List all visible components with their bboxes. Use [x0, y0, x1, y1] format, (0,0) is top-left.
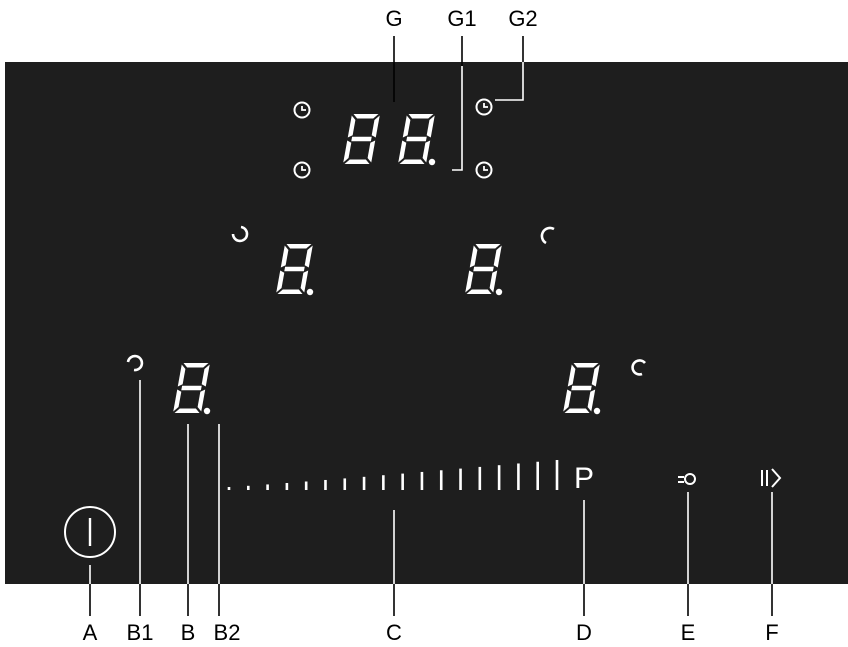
seven-segment-displays: [173, 114, 601, 415]
booster-label[interactable]: P: [574, 462, 594, 495]
slider-step[interactable]: [246, 485, 250, 490]
slider-step[interactable]: [324, 479, 327, 490]
callout-g2: G2: [508, 6, 537, 31]
slider-step[interactable]: [266, 484, 269, 490]
clock-icon[interactable]: [293, 161, 311, 179]
slider-step[interactable]: [304, 481, 308, 490]
slider-step[interactable]: [362, 476, 366, 490]
slider-step[interactable]: [497, 465, 501, 490]
zone-indicator-icon: [631, 359, 647, 376]
callout-g: G: [385, 6, 402, 31]
slider-step[interactable]: [343, 478, 347, 490]
slider-step[interactable]: [478, 466, 482, 490]
clock-icon[interactable]: [475, 161, 493, 179]
zone-indicator-icon: [540, 226, 555, 245]
power-level-slider[interactable]: [227, 460, 559, 490]
callout-a: A: [83, 620, 98, 645]
power-icon[interactable]: [64, 506, 116, 558]
slider-step[interactable]: [285, 482, 289, 490]
clock-icon[interactable]: [293, 101, 311, 119]
callout-c: C: [386, 620, 402, 645]
zone-indicator-icon: [231, 225, 249, 243]
control-panel: [5, 62, 848, 584]
leader-g1-inner: [452, 66, 463, 171]
leader-g2-inner: [495, 62, 524, 101]
zone-indicator-icon: [126, 354, 144, 372]
slider-step[interactable]: [439, 470, 443, 490]
slider-step[interactable]: [382, 475, 385, 490]
callout-b: B: [181, 620, 196, 645]
zone-digit: [276, 244, 314, 296]
callout-b2: B2: [214, 620, 241, 645]
slider-step[interactable]: [459, 468, 462, 490]
slider-step[interactable]: [420, 471, 424, 490]
slider-step[interactable]: [517, 463, 520, 490]
slider-step[interactable]: [227, 487, 231, 490]
callout-e: E: [681, 620, 696, 645]
slider-step[interactable]: [536, 461, 540, 490]
callout-g1: G1: [447, 6, 476, 31]
key-lock-icon[interactable]: [678, 473, 696, 485]
callout-d: D: [576, 620, 592, 645]
timer-digit: [398, 114, 436, 166]
slider-step[interactable]: [401, 473, 404, 490]
zone-digit: [563, 363, 601, 415]
zone-digit: [173, 363, 211, 415]
slider-step[interactable]: [555, 460, 559, 490]
pause-icon[interactable]: [761, 468, 782, 488]
callout-f: F: [765, 620, 778, 645]
timer-digit: [343, 114, 380, 164]
clock-icon[interactable]: [475, 98, 493, 116]
zone-digit: [465, 244, 503, 296]
callout-b1: B1: [127, 620, 154, 645]
